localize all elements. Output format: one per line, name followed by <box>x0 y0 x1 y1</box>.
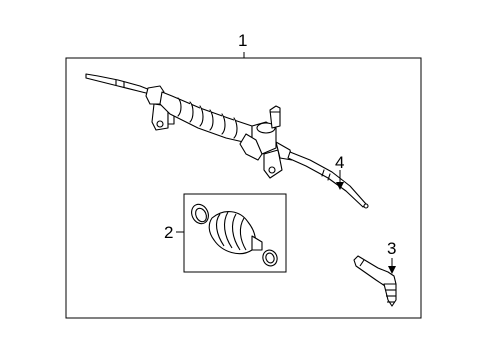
boot-kit-parts <box>191 203 278 267</box>
left-tie-rod <box>85 73 151 95</box>
pinion-shaft <box>269 105 281 129</box>
callout-2: 2 <box>164 223 174 242</box>
callout-4: 4 <box>335 153 345 172</box>
right-tie-rod <box>287 151 367 208</box>
callout-3: 3 <box>387 239 397 258</box>
outer-tie-rod-end <box>353 255 397 307</box>
leader-arrow-3 <box>388 266 396 274</box>
rack-boot <box>208 211 257 255</box>
boot-kit-frame <box>183 193 287 273</box>
leader-arrow-4 <box>336 182 344 190</box>
steering-gear-assembly <box>85 73 369 209</box>
right-mount-bracket <box>263 149 283 179</box>
main-parts-frame <box>65 57 422 319</box>
callout-1: 1 <box>238 31 248 50</box>
